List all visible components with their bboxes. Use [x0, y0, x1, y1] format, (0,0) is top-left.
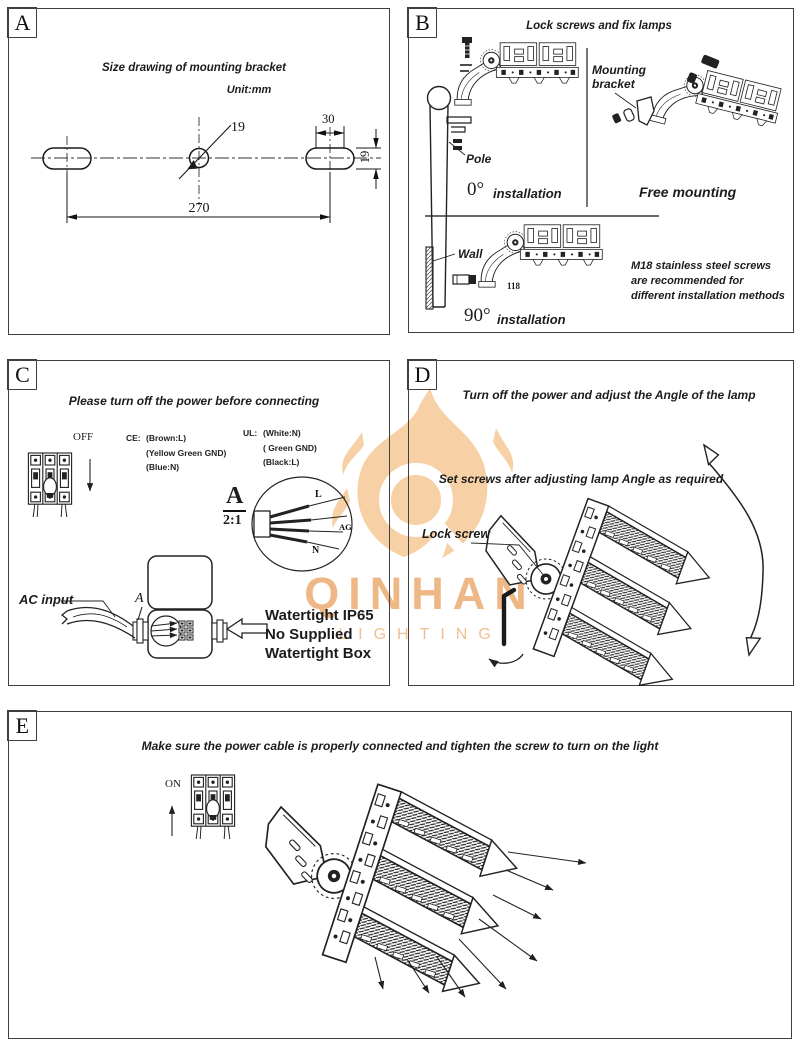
dim-span-label: 270	[189, 201, 210, 216]
ce-line-blue: (Blue:N)	[146, 462, 180, 472]
panel-b-title: Lock screws and fix lamps	[526, 20, 672, 32]
panel-e-title: Make sure the power cable is properly co…	[141, 739, 659, 753]
lamp-side-view	[455, 469, 722, 698]
panel-a-title: Size drawing of mounting bracket	[101, 62, 287, 74]
power-on-drawing	[168, 755, 587, 1005]
angle-adjust-drawing	[455, 443, 764, 698]
ul-line-white: (White:N)	[263, 428, 301, 438]
panel-b: B Lock screws and fix lamps	[407, 7, 794, 333]
free-mounting-caption: Free mounting	[639, 184, 737, 200]
panel-e-letter: E	[7, 710, 38, 742]
pole-label: Pole	[466, 152, 492, 166]
zero-caption: installation	[493, 186, 562, 201]
wire-ground-label: AG	[339, 522, 352, 532]
lamp-top-view-free	[648, 59, 785, 151]
watertight-line-2: No Supplied	[265, 626, 353, 643]
panel-b-letter: B	[407, 7, 438, 39]
ce-line-gnd: (Yellow Green GND)	[146, 447, 227, 458]
ul-column: (White:N) ( Green GND) (Black:L)	[263, 426, 317, 470]
ul-column-label: UL:	[243, 428, 258, 438]
dim-hole-label: 19	[231, 120, 245, 135]
bracket-dimension-drawing: 19 30 19 270	[31, 112, 381, 223]
panel-a-letter: A	[7, 7, 38, 39]
ninety-caption: installation	[497, 312, 566, 327]
watertight-line-3: Watertight Box	[265, 645, 372, 662]
on-label: ON	[165, 778, 181, 790]
ninety-degree: 90°	[464, 305, 491, 326]
junction-box-drawing	[132, 555, 228, 659]
panel-a: A Size drawing of mounting bracket Unit:…	[7, 7, 390, 335]
wall-label: Wall	[458, 247, 483, 261]
zero-degree: 0°	[467, 179, 485, 200]
panel-d: D Turn off the power and adjust the Angl…	[407, 359, 794, 698]
wiring-drawing: L AG N	[27, 452, 353, 659]
allen-key	[501, 587, 517, 647]
ac-input-label: AC input	[19, 592, 74, 607]
ce-column: (Brown:L) (Yellow Green GND) (Blue:N)	[146, 431, 226, 475]
bracket-parts	[612, 54, 720, 126]
lamp-top-view-90deg	[478, 224, 603, 288]
watertight-note: Watertight IP65 No Supplied Watertight B…	[265, 606, 374, 663]
gland-pointer-arrow	[225, 617, 268, 640]
pole-drawing	[426, 85, 472, 308]
detail-letter: A	[223, 483, 247, 512]
dim-slot-height-label: 19	[358, 151, 372, 164]
ce-line-brown: (Brown:L)	[146, 433, 187, 443]
rotation-arrow	[488, 653, 524, 668]
panel-a-unit: Unit:mm	[226, 84, 272, 96]
breaker-on-drawing	[190, 774, 236, 840]
m18-note: M18 stainless steel screws are recommend…	[631, 260, 785, 302]
wall-screw	[452, 274, 476, 285]
mounting-methods-drawing	[425, 36, 785, 310]
panel-d-subtitle: Set screws after adjusting lamp Angle as…	[438, 472, 724, 486]
ac-cable	[60, 606, 136, 639]
mounting-bracket-label: Mounting bracket	[592, 63, 646, 91]
lock-screw-label: Lock screw	[422, 527, 491, 541]
wire-neutral-label: N	[312, 545, 320, 556]
panel-c-title: Please turn off the power before connect…	[68, 394, 320, 408]
off-label: OFF	[73, 431, 94, 443]
panel-c: C Please turn off the power before conne…	[7, 359, 390, 686]
breaker-off-drawing	[27, 452, 73, 518]
ce-column-label: CE:	[126, 433, 141, 443]
wire-detail-circle: L AG N	[251, 476, 353, 572]
ul-line-gnd: ( Green GND)	[263, 442, 317, 453]
panel-c-letter: C	[7, 359, 38, 391]
dim-slot-width-label: 30	[322, 112, 335, 126]
wire-live-label: L	[315, 489, 322, 500]
wall-hatch	[425, 246, 434, 310]
tilt-arrow	[702, 443, 764, 657]
panel-d-title: Turn off the power and adjust the Angle …	[462, 388, 756, 402]
ul-line-black: (Black:L)	[263, 457, 300, 467]
watertight-line-1: Watertight IP65	[265, 607, 374, 624]
section-marker: A	[135, 591, 144, 606]
panel-e: E Make sure the power cable is properly …	[7, 710, 792, 1039]
dim-mark-118: 118	[507, 281, 521, 291]
detail-scale: 2:1	[223, 513, 242, 528]
light-rays	[374, 851, 587, 998]
lamp-top-view-0deg	[454, 42, 579, 106]
